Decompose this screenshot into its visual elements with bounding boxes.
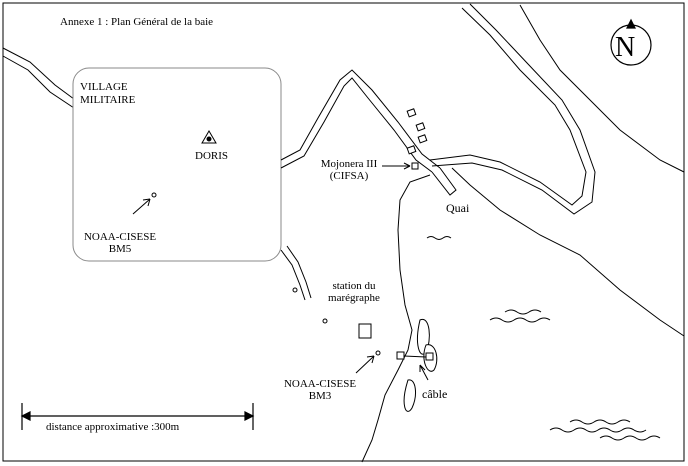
shoreline-northeast — [519, 4, 685, 173]
wave-marks — [426, 236, 661, 441]
bm5-label-line2: BM5 — [108, 243, 132, 255]
north-arrow-icon — [610, 18, 652, 66]
quay — [431, 167, 457, 196]
mojonera-label-line2: (CIFSA) — [329, 170, 369, 182]
bm3-label-line2: BM3 — [308, 390, 332, 402]
scale-bar-label: distance approximative :300m — [46, 421, 180, 433]
road-west — [2, 47, 79, 109]
station-label-line2: marégraphe — [328, 292, 380, 304]
scale-bar — [20, 403, 255, 430]
survey-points — [151, 192, 381, 356]
village-zone — [72, 67, 282, 262]
bm3-label-line1: NOAA-CISESE — [283, 378, 357, 390]
river-west-bank — [361, 174, 431, 463]
jetty-east — [429, 3, 596, 215]
road-to-pier — [280, 69, 441, 173]
station-label-line1: station du — [332, 280, 376, 292]
cable-line — [396, 351, 434, 381]
doris-marker-icon — [201, 130, 217, 144]
map-border — [2, 2, 685, 462]
road-south — [280, 245, 312, 301]
map-title: Annexe 1 : Plan Général de la baie — [60, 16, 214, 28]
village-label-line1: VILLAGE — [80, 81, 128, 93]
pointer-arrows — [132, 162, 419, 374]
cable-label: câble — [422, 387, 448, 401]
mojonera-label-line1: Mojonera III — [320, 158, 378, 170]
river-east-bank — [451, 167, 685, 337]
village-label-line2: MILITAIRE — [80, 94, 136, 106]
doris-label: DORIS — [195, 150, 229, 162]
bm5-label-line1: NOAA-CISESE — [83, 231, 157, 243]
quai-label: Quai — [446, 201, 470, 215]
north-letter: N — [615, 32, 636, 63]
buildings — [406, 108, 428, 155]
tide-gauge-station-icon — [358, 323, 372, 339]
